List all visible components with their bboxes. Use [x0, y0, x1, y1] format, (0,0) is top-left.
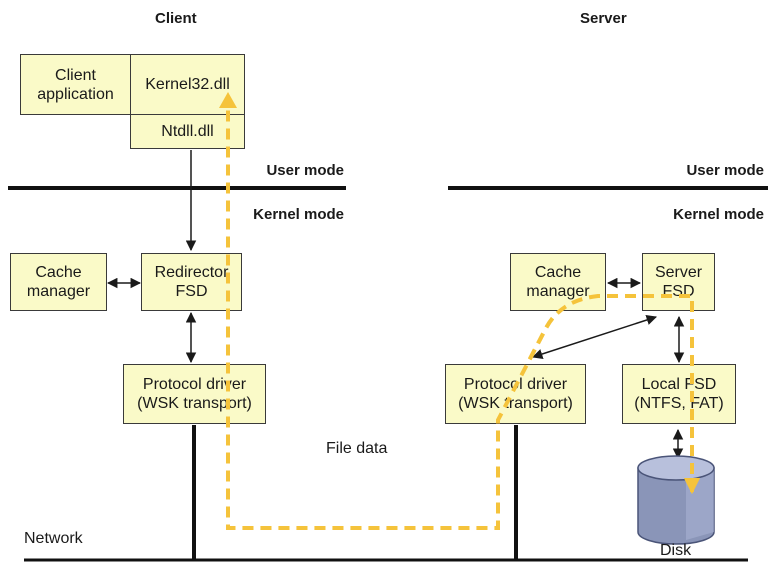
- kernel32-dll-box: Kernel32.dll: [130, 54, 245, 115]
- server-protocol-driver-box: Protocol driver(WSK transport): [445, 364, 586, 424]
- disk-icon: [637, 455, 715, 545]
- server-user-mode-label: User mode: [686, 162, 764, 179]
- client-header: Client: [155, 10, 197, 27]
- ntdll-dll-box: Ntdll.dll: [130, 114, 245, 149]
- server-kernel-mode-label: Kernel mode: [673, 206, 764, 223]
- client-protocol-driver-box: Protocol driver(WSK transport): [123, 364, 266, 424]
- file-data-path: [226, 94, 694, 530]
- local-fsd-box: Local FSD(NTFS, FAT): [622, 364, 736, 424]
- file-data-label: File data: [326, 440, 388, 457]
- disk-label: Disk: [660, 542, 692, 559]
- network-label: Network: [24, 530, 83, 547]
- server-header: Server: [580, 10, 627, 27]
